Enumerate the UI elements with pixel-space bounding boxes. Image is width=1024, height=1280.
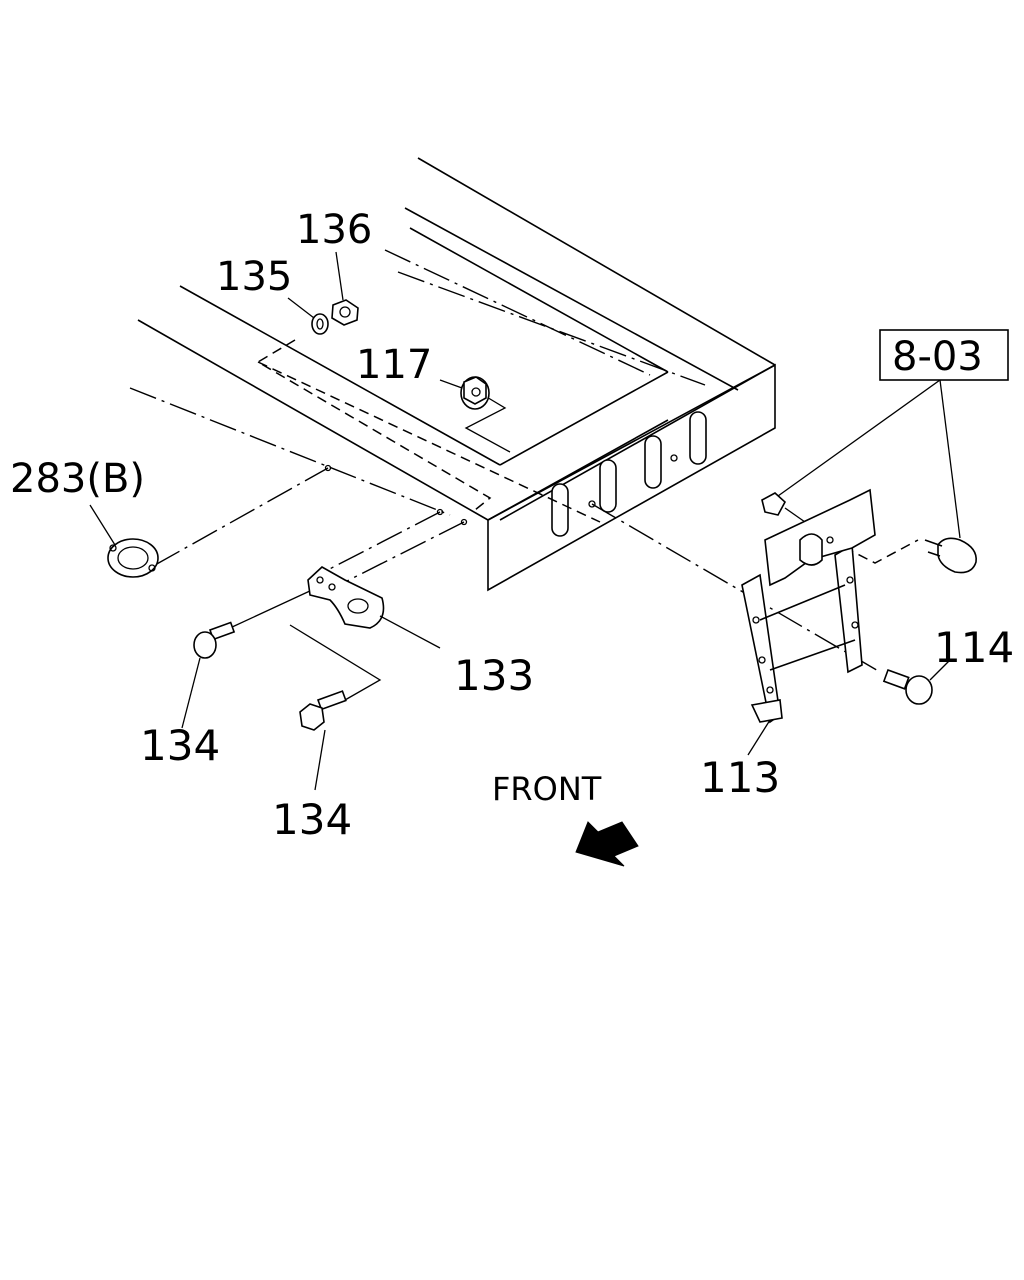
callout-134-upper: 134	[140, 721, 220, 770]
callout-136: 136	[296, 207, 372, 253]
lamp-8-03	[924, 537, 977, 574]
nut-136	[331, 299, 359, 326]
bolt-114	[882, 668, 933, 705]
tow-hook-133	[307, 566, 385, 629]
callout-134-lower: 134	[272, 795, 352, 844]
reference-box-8-03	[879, 329, 1009, 381]
cover-283b	[107, 538, 159, 578]
callout-117: 117	[356, 342, 432, 388]
callout-135: 135	[216, 254, 292, 300]
bolt-134-upper	[193, 621, 236, 659]
reference-8-03: 8-03	[892, 334, 983, 380]
bracket-113	[741, 488, 876, 724]
front-direction-label: FRONT	[492, 770, 602, 808]
assembly-lines	[154, 339, 919, 701]
clip	[761, 492, 787, 516]
callout-113: 113	[700, 753, 780, 802]
callout-114: 114	[934, 623, 1014, 672]
front-arrow-icon	[575, 821, 639, 867]
chassis-frame	[129, 157, 776, 592]
washer-135	[311, 313, 329, 335]
callout-283b: 283(B)	[10, 456, 145, 502]
callout-133: 133	[454, 651, 534, 700]
flange-nut-117	[460, 376, 490, 410]
leader-lines	[89, 251, 961, 791]
bolt-134-lower	[299, 690, 347, 731]
